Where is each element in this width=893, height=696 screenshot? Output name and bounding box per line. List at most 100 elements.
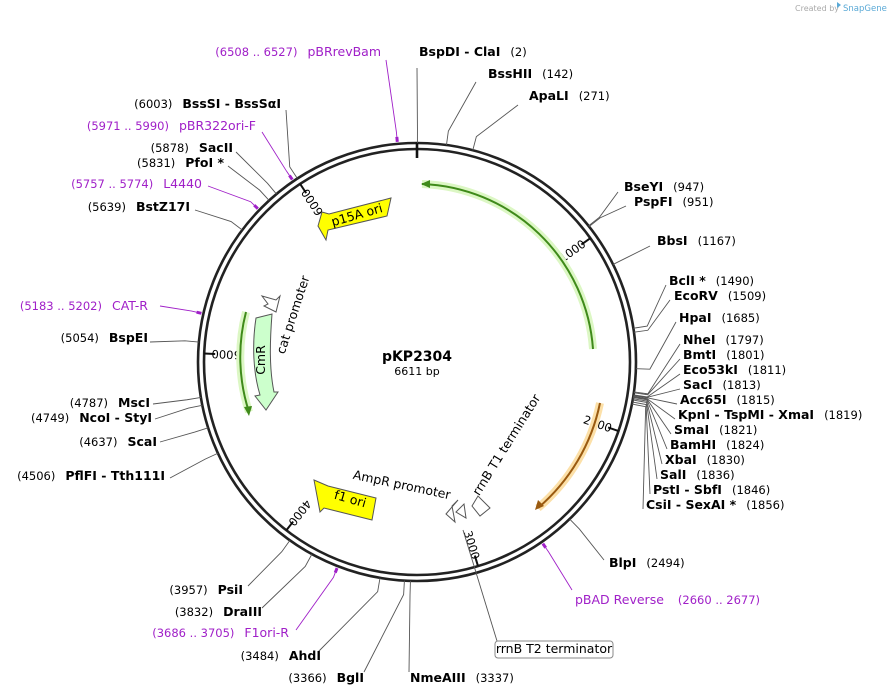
restriction-site-label[interactable]: CsiI - SexAI *(1856) <box>646 497 784 512</box>
restriction-site-label[interactable]: SacI(1813) <box>683 377 761 392</box>
restriction-site-label[interactable]: SalI(1836) <box>660 467 735 482</box>
ruler-tick <box>299 183 308 194</box>
restriction-site-label[interactable]: BamHI(1824) <box>670 437 764 452</box>
restriction-site-label[interactable]: (5831)PfoI * <box>137 155 224 170</box>
site-leader-line <box>569 518 605 561</box>
site-position: (142) <box>542 67 573 81</box>
site-position: (3832) <box>175 605 213 619</box>
feature-p15a-ori[interactable]: p15A ori <box>317 197 392 242</box>
restriction-site-label[interactable]: PstI - SbfI(1846) <box>653 482 770 497</box>
primer-label[interactable]: (5183 .. 5202)CAT-R <box>20 298 148 313</box>
orf-arc-left <box>239 311 250 413</box>
snapgene-brand: SnapGene <box>843 4 887 14</box>
restriction-site-label[interactable]: EcoRV(1509) <box>674 288 766 303</box>
restriction-site-label[interactable]: (4506)PflFI - Tth111I <box>17 468 165 483</box>
restriction-site-label[interactable]: (3366)BglI <box>288 670 364 685</box>
primer-binding-mark <box>333 567 339 574</box>
ruler-tick <box>607 426 619 432</box>
site-name: SmaI <box>674 422 709 437</box>
feature-cmr[interactable]: CmR <box>253 313 279 411</box>
primer-leader-line <box>295 572 336 631</box>
created-by-label: Created by <box>795 4 839 13</box>
snapgene-logo-icon <box>837 2 841 8</box>
site-name: PfoI * <box>185 155 224 170</box>
restriction-site-label[interactable]: (5054)BspEI <box>61 330 148 345</box>
feature-label-rrnb-t1-terminator: rrnB T1 terminator <box>469 391 544 498</box>
restriction-site-label[interactable]: Acc65I(1815) <box>680 392 775 407</box>
restriction-site-label[interactable]: BssHII(142) <box>488 66 573 81</box>
site-name: Eco53kI <box>683 362 738 377</box>
restriction-site-label[interactable]: (3484)AhdI <box>241 648 321 663</box>
site-name: CsiI - SexAI * <box>646 497 737 512</box>
site-name: XbaI <box>665 452 697 467</box>
primer-range: (2660 .. 2677) <box>678 593 760 607</box>
restriction-site-label[interactable]: NmeAIII(3337) <box>410 670 514 685</box>
restriction-site-label[interactable]: (6003)BssSI - BssSαI <box>134 96 281 111</box>
restriction-site-label[interactable]: BseYI(947) <box>624 179 704 194</box>
restriction-site-label[interactable]: (4749)NcoI - StyI <box>31 410 152 425</box>
site-position: (3484) <box>241 649 279 663</box>
site-leader-line <box>633 299 671 333</box>
restriction-site-label[interactable]: BclI *(1490) <box>669 273 754 288</box>
restriction-site-label[interactable]: (3832) DraIII <box>175 604 262 619</box>
site-name: BmtI <box>683 347 716 362</box>
site-leader-line <box>446 81 477 146</box>
restriction-site-label[interactable]: ApaLI(271) <box>529 88 610 103</box>
primer-label[interactable]: pBAD Reverse(2660 .. 2677) <box>575 592 760 607</box>
restriction-site-label[interactable]: (5639)BstZ17I <box>88 199 190 214</box>
orf-arrowhead-left <box>244 406 252 416</box>
site-name: BclI * <box>669 273 706 288</box>
plasmid-name: pKP2304 <box>382 349 452 365</box>
restriction-site-label[interactable]: (5878)SacII <box>151 140 233 155</box>
restriction-site-label[interactable]: (4637)ScaI <box>79 434 157 449</box>
restriction-site-label[interactable]: HpaI(1685) <box>679 310 760 325</box>
restriction-site-label[interactable]: NheI(1797) <box>683 332 764 347</box>
site-position: (1830) <box>707 453 745 467</box>
restriction-site-label[interactable]: BmtI(1801) <box>683 347 764 362</box>
feature-rrnb-t1-terminator[interactable]: rrnB T1 terminator <box>445 391 544 524</box>
primer-range: (5971 .. 5990) <box>87 119 169 133</box>
site-name: SalI <box>660 467 686 482</box>
restriction-site-label[interactable]: PspFI(951) <box>634 194 713 209</box>
feature-rrnb-t2-terminator[interactable]: rrnB T2 terminator <box>462 529 614 659</box>
primer-leader-line <box>385 59 398 137</box>
primer-range: (6508 .. 6527) <box>215 45 297 59</box>
site-leader-line <box>149 340 199 343</box>
site-leaders <box>149 59 681 673</box>
site-position: (2494) <box>646 556 684 570</box>
restriction-site-label[interactable]: BspDI - ClaI(2) <box>419 44 527 59</box>
site-leader-line <box>227 165 270 201</box>
primer-label[interactable]: (3686 .. 3705)F1ori-R <box>152 625 289 640</box>
site-name: SacII <box>199 140 233 155</box>
primer-label[interactable]: (5757 .. 5774)L4440 <box>71 176 202 191</box>
restriction-site-label[interactable]: BbsI(1167) <box>657 233 736 248</box>
site-name: DraIII <box>223 604 262 619</box>
site-leader-line <box>588 205 627 227</box>
primer-name: CAT-R <box>112 298 148 313</box>
primer-label[interactable]: (6508 .. 6527)pBRrevBam <box>215 44 381 59</box>
site-leader-line <box>159 427 209 443</box>
site-position: (5639) <box>88 200 126 214</box>
restriction-site-label[interactable]: Eco53kI(1811) <box>683 362 786 377</box>
feature-label-rrnb-t2-terminator: rrnB T2 terminator <box>496 641 613 656</box>
site-name: PsiI <box>218 582 243 597</box>
feature-f1-ori[interactable]: f1 ori <box>313 479 377 521</box>
restriction-site-label[interactable]: KpnI - TspMI - XmaI(1819) <box>678 407 862 422</box>
feature-label-p15a-ori: p15A ori <box>329 200 384 229</box>
restriction-site-label[interactable]: SmaI(1821) <box>674 422 757 437</box>
ruler-tick-label: 5000 <box>211 347 241 362</box>
site-name: BbsI <box>657 233 688 248</box>
site-leader-line <box>612 245 651 265</box>
site-leader-line <box>169 452 219 479</box>
site-name: NheI <box>683 332 716 347</box>
restriction-site-label[interactable]: BlpI(2494) <box>609 555 685 570</box>
primer-range: (5757 .. 5774) <box>71 177 153 191</box>
site-name: SacI <box>683 377 713 392</box>
restriction-site-label[interactable]: (4787)MscI <box>70 395 150 410</box>
restriction-site-label[interactable]: (3957)PsiI <box>169 582 243 597</box>
restriction-site-label[interactable]: XbaI (1830) <box>665 452 745 467</box>
primer-label[interactable]: (5971 .. 5990)pBR322ori-F <box>87 118 256 133</box>
primer-range: (3686 .. 3705) <box>152 626 234 640</box>
site-leader-line <box>317 577 381 653</box>
